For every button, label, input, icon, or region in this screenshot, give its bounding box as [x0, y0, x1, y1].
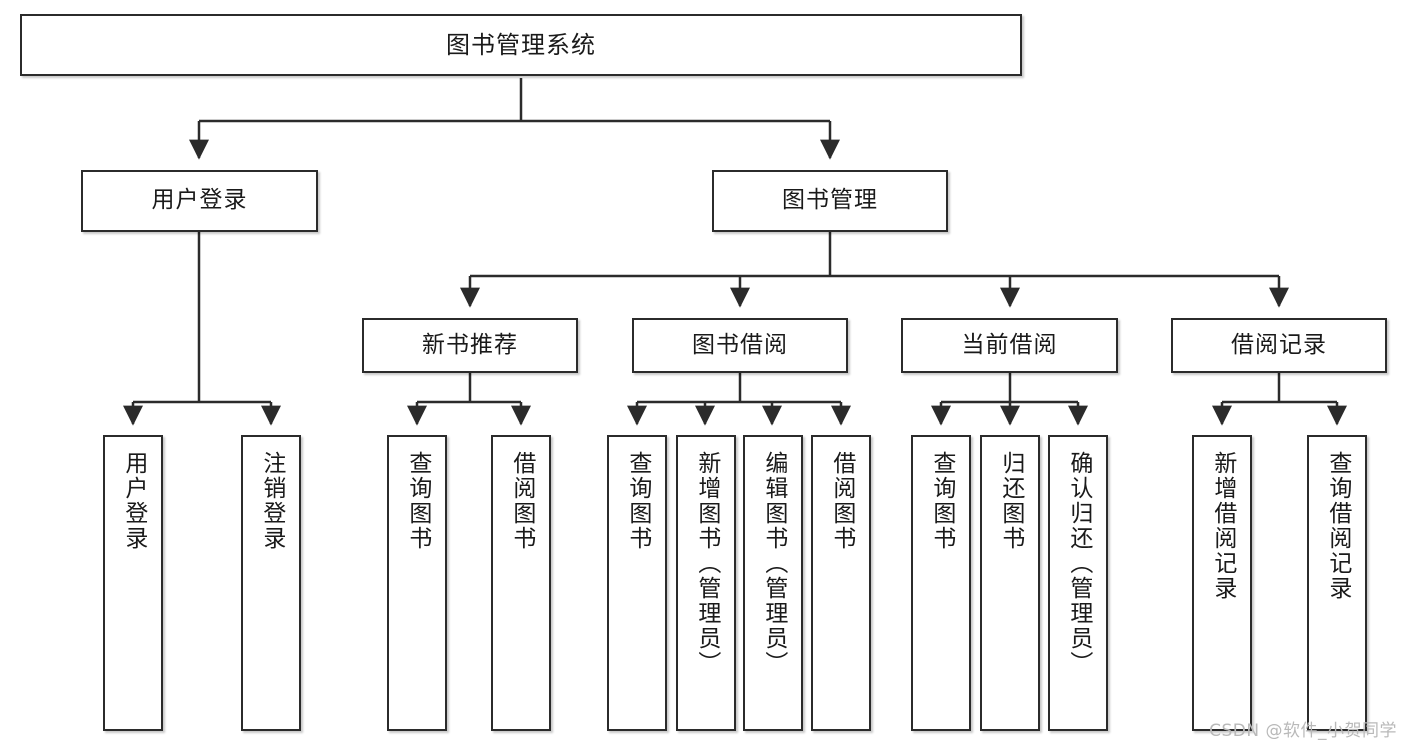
leaf-query-record[interactable]: 查询借阅记录	[1307, 435, 1367, 731]
leaf-add-record[interactable]: 新增借阅记录	[1192, 435, 1252, 731]
node-book-manage-label: 图书管理	[782, 187, 878, 214]
leaf-add-record-label: 新增借阅记录	[1209, 451, 1236, 601]
node-user-login[interactable]: 用户登录	[81, 170, 318, 232]
node-user-login-label: 用户登录	[151, 187, 248, 214]
node-borrow-record-label: 借阅记录	[1231, 331, 1327, 358]
leaf-borrow-book-2[interactable]: 借阅图书	[811, 435, 871, 731]
leaf-user-login[interactable]: 用户登录	[103, 435, 163, 731]
node-root[interactable]: 图书管理系统	[20, 14, 1022, 76]
leaf-confirm-return-label: 确认归还（管理员）	[1065, 451, 1092, 676]
node-book-borrow[interactable]: 图书借阅	[632, 318, 848, 373]
leaf-borrow-book-1[interactable]: 借阅图书	[491, 435, 551, 731]
node-new-book-recommend[interactable]: 新书推荐	[362, 318, 578, 373]
node-book-borrow-label: 图书借阅	[692, 331, 788, 358]
leaf-query-record-label: 查询借阅记录	[1324, 451, 1351, 601]
node-current-borrow[interactable]: 当前借阅	[901, 318, 1118, 373]
leaf-add-book-label: 新增图书（管理员）	[693, 451, 720, 676]
leaf-query-book-2[interactable]: 查询图书	[607, 435, 667, 731]
leaf-add-book[interactable]: 新增图书（管理员）	[676, 435, 736, 731]
leaf-logout-label: 注销登录	[258, 451, 285, 551]
leaf-edit-book[interactable]: 编辑图书（管理员）	[743, 435, 803, 731]
leaf-query-book-2-label: 查询图书	[624, 451, 651, 551]
leaf-return-book[interactable]: 归还图书	[980, 435, 1040, 731]
leaf-borrow-book-2-label: 借阅图书	[828, 451, 855, 551]
leaf-confirm-return[interactable]: 确认归还（管理员）	[1048, 435, 1108, 731]
leaf-borrow-book-1-label: 借阅图书	[508, 451, 535, 551]
node-book-manage[interactable]: 图书管理	[712, 170, 948, 232]
leaf-return-book-label: 归还图书	[997, 451, 1024, 551]
node-root-label: 图书管理系统	[446, 30, 596, 59]
leaf-query-book-1-label: 查询图书	[404, 451, 431, 551]
watermark: CSDN @软件_小贺同学	[1209, 721, 1397, 741]
leaf-query-book-3[interactable]: 查询图书	[911, 435, 971, 731]
leaf-logout[interactable]: 注销登录	[241, 435, 301, 731]
leaf-query-book-1[interactable]: 查询图书	[387, 435, 447, 731]
node-current-borrow-label: 当前借阅	[961, 331, 1058, 358]
leaf-edit-book-label: 编辑图书（管理员）	[760, 451, 787, 676]
node-borrow-record[interactable]: 借阅记录	[1171, 318, 1387, 373]
leaf-query-book-3-label: 查询图书	[928, 451, 955, 551]
leaf-user-login-label: 用户登录	[120, 451, 147, 551]
node-new-book-recommend-label: 新书推荐	[422, 331, 518, 358]
